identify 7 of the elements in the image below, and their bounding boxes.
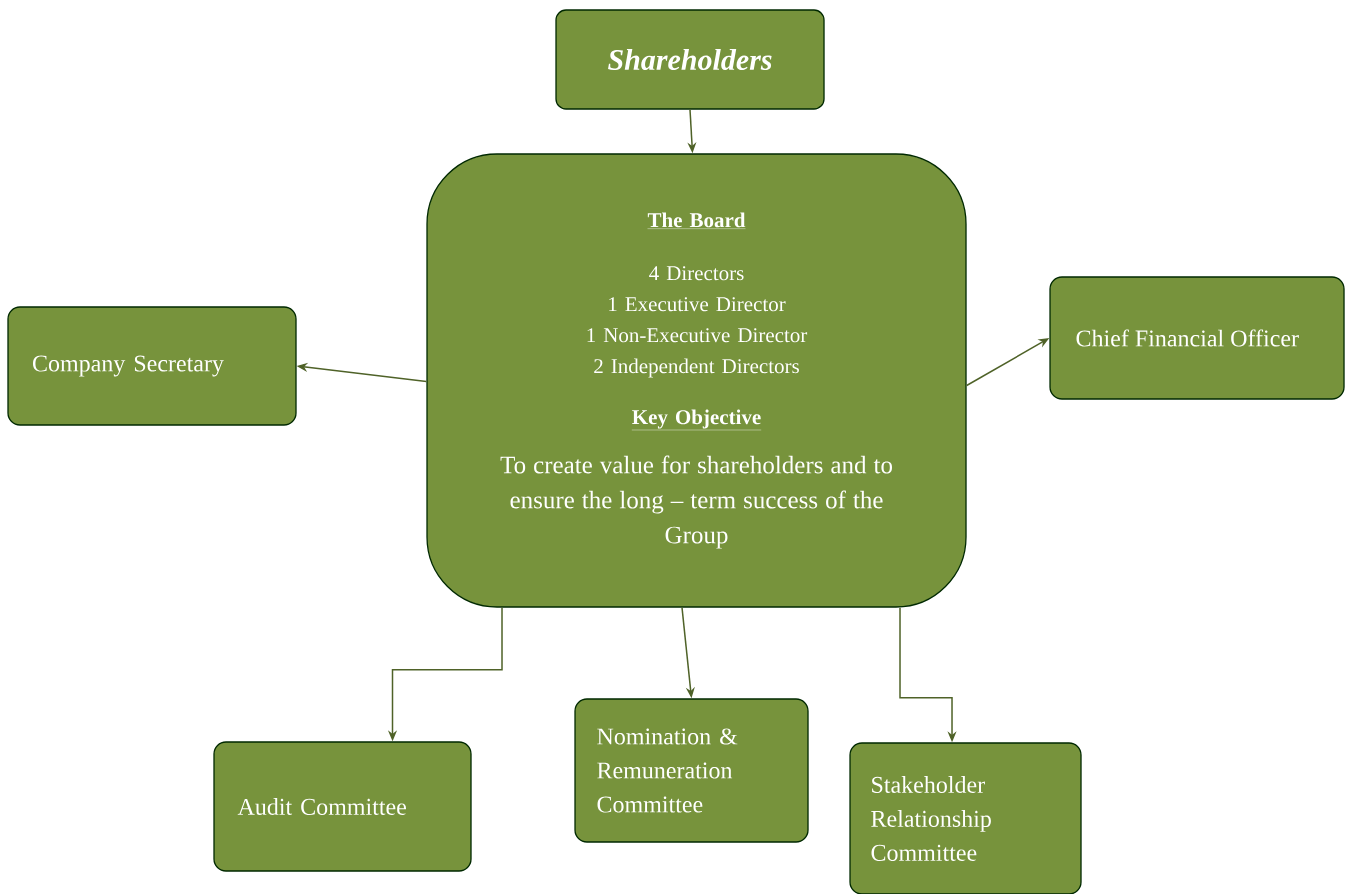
- board-box: The Board 4 Directors 1 Executive Director 1 Non-Executive Director 2 Independent Directors Key Objective To create value for shareholders and to ensure the long – term success of the Group: [426, 153, 967, 608]
- committee-box: Audit Committee: [213, 741, 472, 872]
- committee-box: Nomination & Remuneration Committee: [574, 698, 809, 843]
- committee-box: Stakeholder Relationship Committee: [849, 742, 1082, 894]
- role-box: Chief Financial Officer: [1049, 276, 1345, 400]
- role-box: Shareholders: [555, 9, 825, 110]
- role-box: Company Secretary: [7, 306, 297, 426]
